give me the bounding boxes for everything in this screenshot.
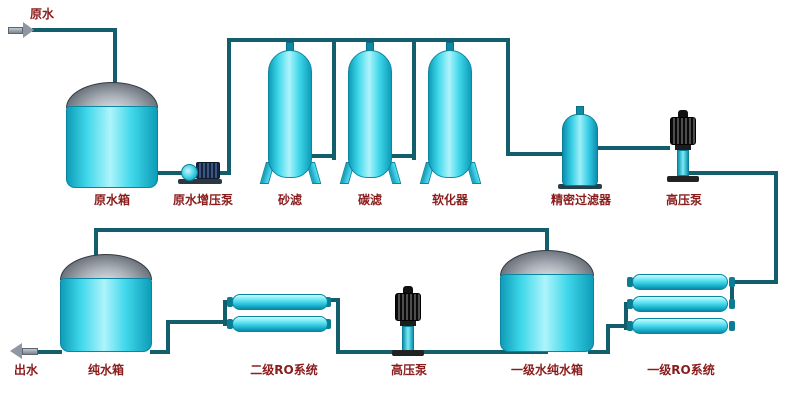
ro-membrane-cap <box>627 321 633 331</box>
label-pure-water-tank: 纯水箱 <box>87 363 125 377</box>
pipe-segment <box>150 350 170 354</box>
pipe-segment <box>332 38 336 160</box>
pipe-segment <box>506 152 566 156</box>
ro-membrane-cap <box>227 319 233 329</box>
ro-membrane-cap <box>325 319 331 329</box>
hp-pump1-cap <box>678 110 688 117</box>
raw-water-inlet-arrow <box>8 27 23 34</box>
label-carbon-filter: 碳滤 <box>357 193 383 207</box>
pipe-segment <box>336 350 396 354</box>
pipe-segment <box>606 324 632 328</box>
ro1-membrane-tube <box>632 274 728 290</box>
raw-water-arrow-icon <box>23 22 34 38</box>
raw-water-tank <box>66 106 158 188</box>
pipe-segment <box>218 171 231 175</box>
pipe-segment <box>588 350 610 354</box>
label-hp-pump-stage1: 高压泵 <box>665 193 703 207</box>
hp-pump2-motor <box>395 293 421 321</box>
pure-water-tank-dome <box>60 254 152 280</box>
hp-pump1-neck <box>675 145 691 150</box>
sand-filter-vessel <box>268 50 312 178</box>
label-sand-filter: 砂滤 <box>277 193 303 207</box>
pipe-segment <box>420 350 548 354</box>
pipe-segment <box>227 38 231 175</box>
label-softener: 软化器 <box>431 193 469 207</box>
precision-filter-vessel <box>562 114 598 186</box>
pipe-segment <box>223 300 227 326</box>
label-precision-filter: 精密过滤器 <box>550 193 612 207</box>
pipe-segment <box>606 324 610 354</box>
pipe-segment <box>412 38 416 160</box>
pipe-segment <box>312 154 336 158</box>
outlet-water-arrow <box>22 348 38 355</box>
pipe-segment <box>624 302 628 330</box>
pipe-segment <box>328 298 340 302</box>
label-outlet-water: 出水 <box>14 363 39 377</box>
pipe-segment <box>113 28 117 90</box>
label-raw-water: 原水 <box>30 7 55 21</box>
stage1-pure-water-tank <box>500 274 594 352</box>
pipe-segment <box>730 280 734 308</box>
pipe-segment <box>392 154 416 158</box>
hp-pump1-base <box>667 176 699 182</box>
pipe-segment <box>166 320 232 324</box>
ro-membrane-cap <box>729 299 735 309</box>
pure-water-tank <box>60 278 152 352</box>
pipe-segment <box>336 298 340 354</box>
raw-water-tank-dome <box>66 82 158 108</box>
hp-pump1-column <box>677 150 689 176</box>
label-stage1-pure-water-tank: 一级水纯水箱 <box>510 363 584 377</box>
pipe-segment <box>94 228 549 232</box>
hp-pump1-motor <box>670 117 696 145</box>
booster-pump-motor <box>196 162 220 179</box>
stage1-pure-water-tank-dome <box>500 250 594 276</box>
pipe-segment <box>598 146 670 150</box>
ro-membrane-cap <box>627 277 633 287</box>
precision-filter-base <box>558 184 602 189</box>
hp-pump2-neck <box>400 321 416 326</box>
booster-pump-base <box>178 179 222 184</box>
pipe-segment <box>32 28 116 32</box>
softener-vessel <box>428 50 472 178</box>
pipe-segment <box>686 171 778 175</box>
label-raw-water-tank: 原水箱 <box>93 193 131 207</box>
ro1-membrane-tube <box>632 296 728 312</box>
pipe-segment <box>158 171 184 175</box>
label-hp-pump-stage2: 高压泵 <box>390 363 428 377</box>
pipe-segment <box>166 320 170 354</box>
ro-membrane-cap <box>627 299 633 309</box>
carbon-filter-vessel <box>348 50 392 178</box>
ro2-membrane-tube <box>232 316 328 332</box>
hp-pump2-column <box>402 326 414 352</box>
label-booster-pump: 原水增压泵 <box>172 193 234 207</box>
hp-pump2-cap <box>403 286 413 293</box>
ro-membrane-cap <box>325 297 331 307</box>
pipe-segment <box>732 280 778 284</box>
pipe-segment <box>94 228 98 262</box>
pipe-segment <box>545 228 549 254</box>
label-ro-system-stage2: 二级RO系统 <box>250 363 318 377</box>
pipe-segment <box>36 350 62 354</box>
ro2-membrane-tube <box>232 294 328 310</box>
ro-membrane-cap <box>729 277 735 287</box>
ro-membrane-cap <box>729 321 735 331</box>
ro1-membrane-tube <box>632 318 728 334</box>
ro-membrane-cap <box>227 297 233 307</box>
outlet-water-arrow-icon <box>10 343 22 359</box>
hp-pump2-base <box>392 350 424 356</box>
pipe-segment <box>506 38 510 156</box>
raw-water-booster-pump <box>181 164 198 181</box>
label-ro-system-stage1: 一级RO系统 <box>647 363 715 377</box>
pipe-segment <box>774 171 778 284</box>
